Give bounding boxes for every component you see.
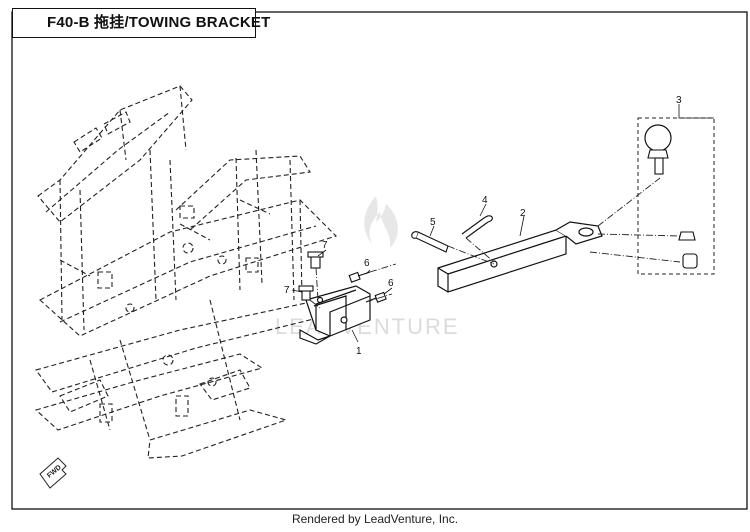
part-5-hitch-pin <box>411 231 449 253</box>
callout-7-upper: 7 <box>322 240 328 251</box>
callout-5: 5 <box>430 217 436 228</box>
callout-3: 3 <box>676 95 682 106</box>
part-3-hitch-ball-group <box>637 117 715 275</box>
callout-1: 1 <box>356 346 362 357</box>
part-4-cotter-pin <box>461 215 493 239</box>
fwd-direction-marker: FWD <box>39 457 67 489</box>
diagram-frame <box>11 11 748 510</box>
callout-6-upper: 6 <box>364 258 370 269</box>
part-7-nuts <box>298 251 324 301</box>
atv-frame <box>34 85 338 459</box>
footer-credit: Rendered by LeadVenture, Inc. <box>291 512 459 526</box>
part-1-towing-bracket <box>299 285 371 345</box>
callout-7-lower: 7 <box>284 285 290 296</box>
part-2-tow-bar <box>437 221 603 293</box>
callout-2: 2 <box>520 208 526 219</box>
assembly-lines <box>309 177 681 309</box>
callout-6-lower: 6 <box>388 278 394 289</box>
callout-4: 4 <box>482 195 488 206</box>
diagram-title: F40-B 拖挂/TOWING BRACKET <box>12 8 270 38</box>
flame-logo-icon <box>364 196 398 248</box>
leader-lines <box>291 104 714 343</box>
